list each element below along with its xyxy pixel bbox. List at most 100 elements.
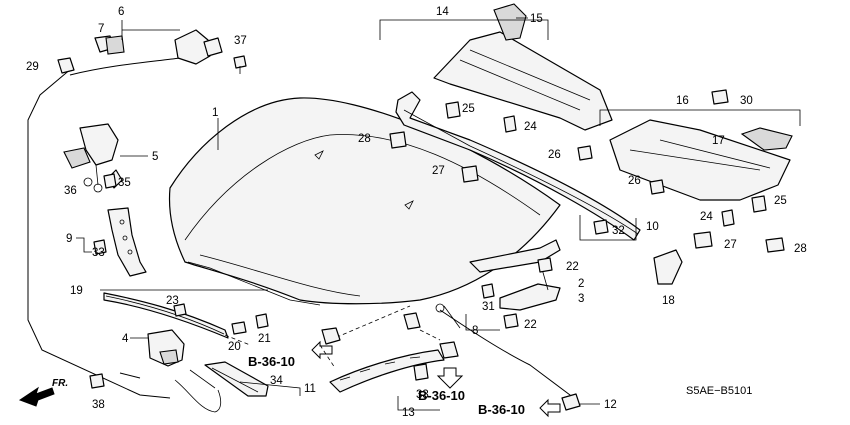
clip-27-b [693,231,713,249]
clip-29 [57,57,75,74]
callout-37: 37 [234,35,247,47]
bracket-10 [579,215,637,241]
bracket-16 [599,109,801,126]
mount-line-right [419,329,441,341]
callout-7: 7 [98,23,104,35]
callout-17: 17 [712,135,725,147]
hinge-arm [469,239,561,311]
clip-35 [103,173,117,189]
svg-text:B-36-10: B-36-10 [478,402,525,417]
clip-30 [711,89,729,105]
bolt-38 [89,373,105,389]
svg-text:B-36-10: B-36-10 [418,388,465,403]
grommet-c [439,341,459,359]
reference-left: B-36-10 [248,340,333,369]
clip-20 [231,321,247,335]
callout-4: 4 [122,333,129,345]
callout-10: 10 [646,221,659,233]
callout-18: 18 [662,295,675,307]
callout-33a: 33 [416,389,429,401]
mount-line-front [224,334,251,346]
clip-32 [593,219,609,235]
callout-12: 12 [604,399,617,411]
svg-text:FR.: FR. [52,378,68,389]
clip-33-a [413,363,429,381]
group-outline [27,67,171,399]
callout-31: 31 [482,301,495,313]
callout-1: 1 [212,107,218,119]
callout-23: 23 [166,295,179,307]
callouts: 1 2 3 4 5 6 7 8 9 10 11 12 13 14 15 16 1… [26,6,807,419]
callout-35: 35 [118,177,131,189]
callout-25a: 25 [462,103,475,115]
callout-34: 34 [270,375,283,387]
clip-24-a [503,115,517,133]
grommet-a [321,327,341,345]
callout-5: 5 [152,151,158,163]
reference-center: B-36-10 [418,367,465,403]
callout-27a: 27 [432,165,445,177]
clip-26-b [649,179,665,195]
bracket-11 [239,381,301,396]
clip-28-a [389,131,407,149]
svg-text:B-36-10: B-36-10 [248,354,295,369]
callout-29: 29 [26,61,39,73]
bracket-8 [465,314,500,331]
clip-25-a [445,101,461,119]
mount-line-left [329,305,411,341]
hood-bracket [107,207,147,277]
callout-27b: 27 [724,239,737,251]
callout-33b: 33 [92,247,105,259]
clip-33-b [93,239,107,255]
clip-27-a [461,165,479,183]
callout-14: 14 [436,6,449,18]
gas-strut [435,303,581,411]
bolt-22-b [503,313,519,329]
callout-22a: 22 [566,261,579,273]
bracket-18 [653,249,683,285]
callout-3: 3 [578,293,584,305]
clip-24-b [721,209,735,227]
callout-24b: 24 [700,211,713,223]
callout-2: 2 [578,278,584,290]
hood-lock [147,329,185,367]
front-direction-arrow: FR. [18,378,68,407]
clip-21 [255,313,269,329]
bolt-22-a [537,257,553,273]
bracket-13 [397,396,440,411]
weatherstrip [395,91,641,241]
hood-seal-strip [103,292,229,339]
bracket-14 [379,19,549,40]
callout-20: 20 [228,341,241,353]
cowl-top [609,119,793,201]
grommet-b [403,312,421,330]
callout-19: 19 [70,285,83,297]
leader-9 [76,237,92,253]
bolt-37 [233,55,247,74]
clip-31 [481,283,495,299]
callout-36: 36 [64,185,77,197]
clip-26-a [577,145,593,161]
callout-24a: 24 [524,121,537,133]
clip-23 [173,303,187,317]
callout-26b: 26 [628,175,641,187]
callout-30: 30 [740,95,753,107]
cowl-top-cover [433,3,613,131]
clip-28-b [765,237,785,253]
callout-25b: 25 [774,195,787,207]
callout-26a: 26 [548,149,561,161]
callout-9: 9 [66,233,72,245]
callout-8: 8 [472,325,478,337]
callout-38: 38 [92,399,105,411]
callout-21: 21 [258,333,271,345]
callout-13: 13 [402,407,415,419]
mount-line-center [319,344,336,369]
callout-15: 15 [530,13,543,25]
hood-panel [168,97,561,306]
bracket-6 [121,20,180,40]
clip-25-b [751,195,767,213]
release-cable [69,29,223,413]
callout-28a: 28 [358,133,371,145]
